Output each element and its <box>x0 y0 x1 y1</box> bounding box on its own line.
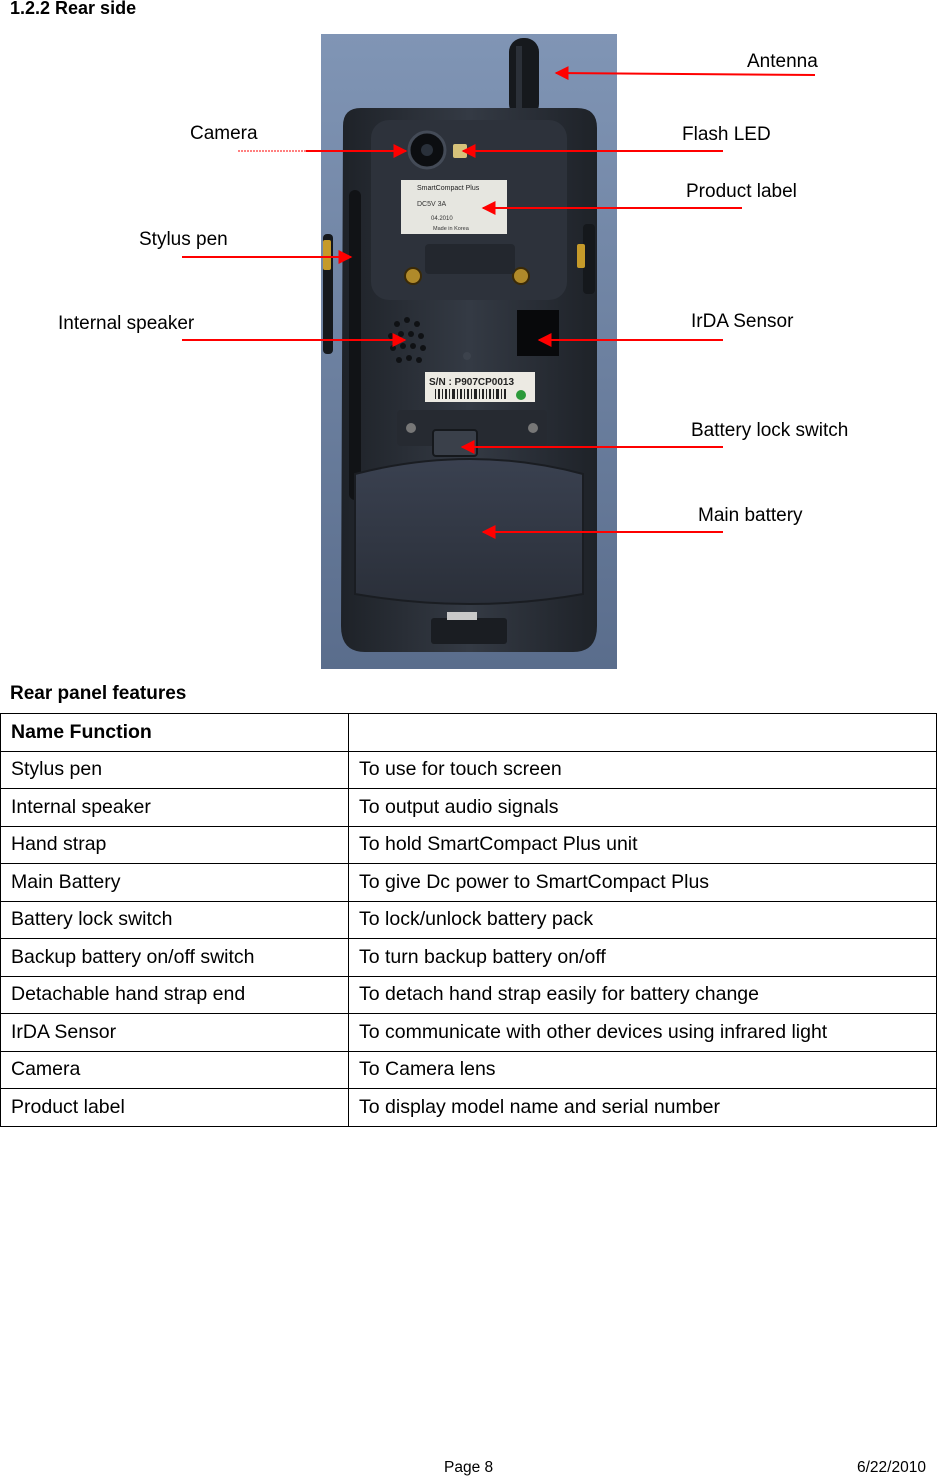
callout-antenna: Antenna <box>747 51 818 72</box>
row-function-cell: To detach hand strap easily for battery … <box>348 975 937 1014</box>
table-row: Camera To Camera lens <box>0 1050 937 1089</box>
callout-battery-lock-switch: Battery lock switch <box>691 420 849 441</box>
stylus-part <box>349 190 361 500</box>
callout-stylus-pen: Stylus pen <box>139 229 228 250</box>
label-date: 04.2010 <box>431 216 453 222</box>
label-product-name: SmartCompact Plus <box>417 185 480 192</box>
row-name-cell: Main Battery <box>0 863 349 902</box>
table-row: Hand strap To hold SmartCompact Plus uni… <box>0 825 937 864</box>
row-function-cell: To lock/unlock battery pack <box>348 900 937 939</box>
table-row: Detachable hand strap end To detach hand… <box>0 975 937 1014</box>
callout-main-battery: Main battery <box>698 505 803 526</box>
row-name-cell: Hand strap <box>0 825 349 864</box>
callout-irda-sensor: IrDA Sensor <box>691 311 794 332</box>
row-function-cell: To communicate with other devices using … <box>348 1013 937 1052</box>
row-function-cell: To use for touch screen <box>348 750 937 789</box>
footer-page-number: Page 8 <box>444 1459 494 1476</box>
callout-camera: Camera <box>190 123 258 144</box>
row-name-cell: Backup battery on/off switch <box>0 938 349 977</box>
table-row: Product label To display model name and … <box>0 1088 937 1127</box>
section-heading: 1.2.2 Rear side <box>10 0 137 18</box>
rear-panel-features-table: Name Function Stylus pen To use for touc… <box>0 713 937 1127</box>
arrow-antenna <box>554 66 816 81</box>
row-function-cell: To turn backup battery on/off <box>348 938 937 977</box>
table-row: Backup battery on/off switch To turn bac… <box>0 938 937 977</box>
row-function-cell: To Camera lens <box>348 1050 937 1089</box>
row-name-cell: IrDA Sensor <box>0 1013 349 1052</box>
table-row: Stylus pen To use for touch screen <box>0 750 937 789</box>
callout-arrows <box>182 66 816 539</box>
row-name-cell: Camera <box>0 1050 349 1089</box>
footer-date: 6/22/2010 <box>857 1459 926 1476</box>
row-function-cell: To give Dc power to SmartCompact Plus <box>348 863 937 902</box>
table-caption: Rear panel features <box>10 683 187 704</box>
row-name-cell: Detachable hand strap end <box>0 975 349 1014</box>
table-row: Internal speaker To output audio signals <box>0 788 937 827</box>
callout-product-label: Product label <box>686 181 797 202</box>
row-function-cell: To display model name and serial number <box>348 1088 937 1127</box>
header-cell-name: Name Function <box>0 713 349 752</box>
row-function-cell: To output audio signals <box>348 788 937 827</box>
battery-cover-part <box>354 458 584 605</box>
row-name-cell: Internal speaker <box>0 788 349 827</box>
table-row: Battery lock switch To lock/unlock batte… <box>0 900 937 939</box>
device-rear-photo: SmartCompact Plus DC5V 3A 04.2010 Made i… <box>321 34 617 669</box>
label-made-in: Made in Korea <box>433 226 470 232</box>
header-cell-function <box>348 713 937 752</box>
table-row: Main Battery To give Dc power to SmartCo… <box>0 863 937 902</box>
label-input: DC5V 3A <box>417 201 447 208</box>
row-name-cell: Stylus pen <box>0 750 349 789</box>
callout-internal-speaker: Internal speaker <box>58 313 195 334</box>
table-header-row: Name Function <box>0 713 937 752</box>
row-name-cell: Battery lock switch <box>0 900 349 939</box>
callout-flash-led: Flash LED <box>682 124 771 145</box>
rear-side-figure: SmartCompact Plus DC5V 3A 04.2010 Made i… <box>0 0 938 680</box>
row-function-cell: To hold SmartCompact Plus unit <box>348 825 937 864</box>
row-name-cell: Product label <box>0 1088 349 1127</box>
label-serial: S/N : P907CP0013 <box>429 377 514 388</box>
table-row: IrDA Sensor To communicate with other de… <box>0 1013 937 1052</box>
